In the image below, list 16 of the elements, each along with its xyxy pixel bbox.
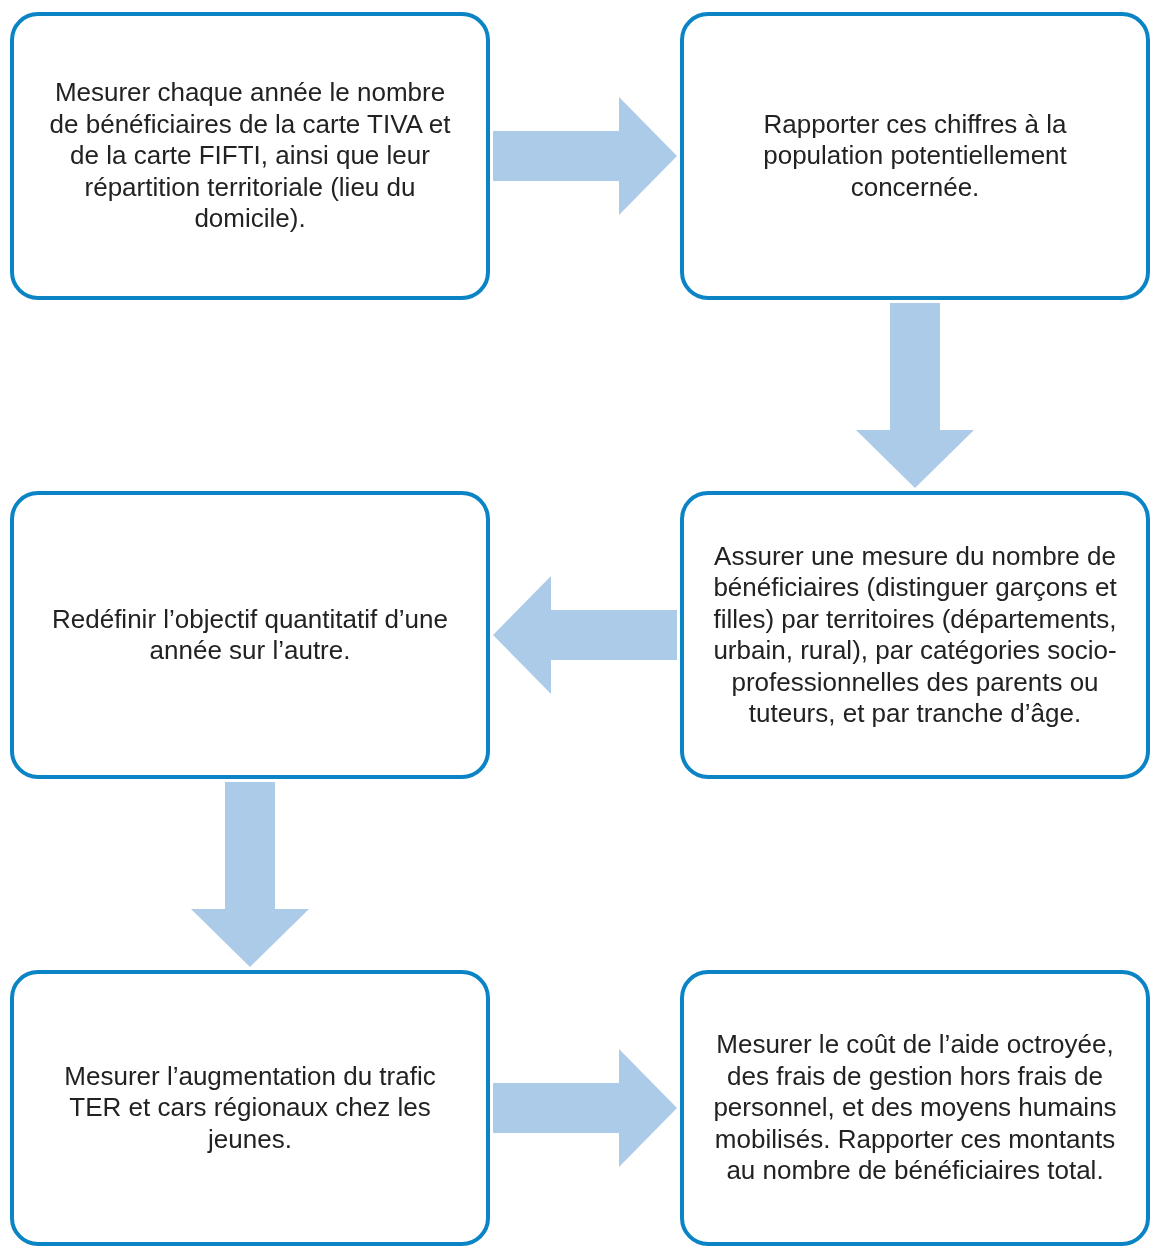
process-box — [10, 491, 490, 779]
step-text: Redéfinir l’objectif quantitatif d’une année sur l’autre. — [51, 603, 449, 667]
step-text: Rapporter ces chiffres à la population potentiellement concernée. — [762, 108, 1068, 204]
process-box — [680, 491, 1150, 779]
block-arrow — [191, 782, 309, 967]
block-arrow — [493, 97, 677, 215]
block-arrow — [856, 303, 974, 488]
process-box — [10, 12, 490, 300]
process-box — [680, 12, 1150, 300]
step-text: Assurer une mesure du nombre de bénéficiaires (distinguer garçons et filles) par territoires (départements, urbain, rural), par catégories socio-professionnelles des parents ou tuteurs, et par tranche d’âge. — [712, 540, 1118, 730]
step-text: Mesurer l’augmentation du trafic TER et cars régionaux chez les jeunes. — [63, 1060, 437, 1156]
block-arrow — [493, 576, 677, 694]
step-text: Mesurer le coût de l’aide octroyée, des frais de gestion hors frais de personnel, et des moyens humains mobilisés. Rapporter ces montants au nombre de bénéficiaires total. — [712, 1029, 1118, 1187]
process-box — [680, 970, 1150, 1246]
step-text: Mesurer chaque année le nombre de bénéficiaires de la carte TIVA et de la carte FIFTI, ainsi que leur répartition territoriale (lieu du domicile). — [48, 77, 452, 235]
process-box — [10, 970, 490, 1246]
